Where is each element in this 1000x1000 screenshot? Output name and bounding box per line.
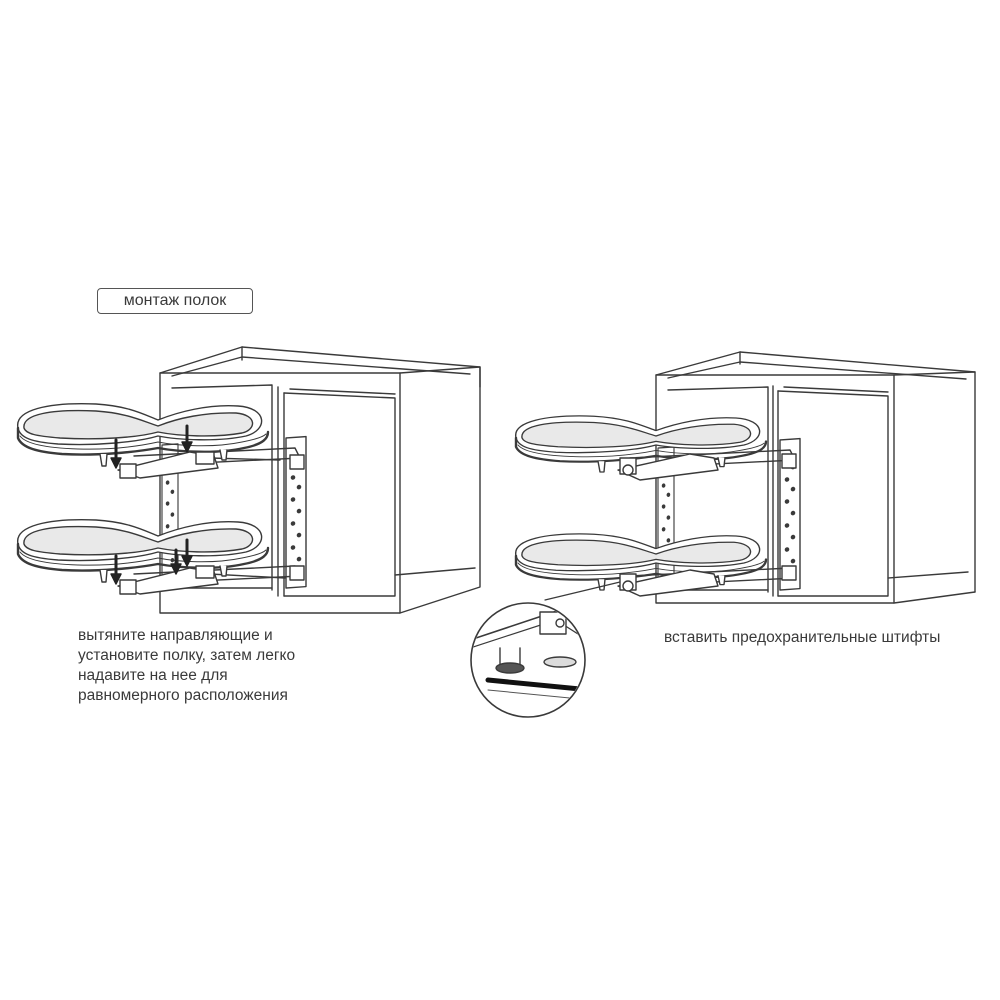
detail-magnifier <box>470 602 586 718</box>
shelf-left-upper <box>16 402 270 468</box>
press-down-arrows <box>110 424 193 585</box>
step1-line-3: надавите на нее для <box>78 667 228 684</box>
shelf-left-lower <box>16 518 270 584</box>
step1-line-2: установите полку, затем легко <box>78 647 296 664</box>
cabinet-right <box>629 351 976 604</box>
step1-line-1: вытяните направляющие и <box>78 627 273 644</box>
callout-line <box>544 581 621 601</box>
section-title: монтаж полок <box>97 288 253 314</box>
step1-instruction: вытяните направляющие и установите полку… <box>78 626 295 706</box>
step2-instruction: вставить предохранительные штифты <box>664 629 941 646</box>
slide-hardware-right <box>617 453 719 597</box>
slide-hardware-left <box>117 451 219 595</box>
step1-line-4: равномерного расположения <box>78 687 288 704</box>
